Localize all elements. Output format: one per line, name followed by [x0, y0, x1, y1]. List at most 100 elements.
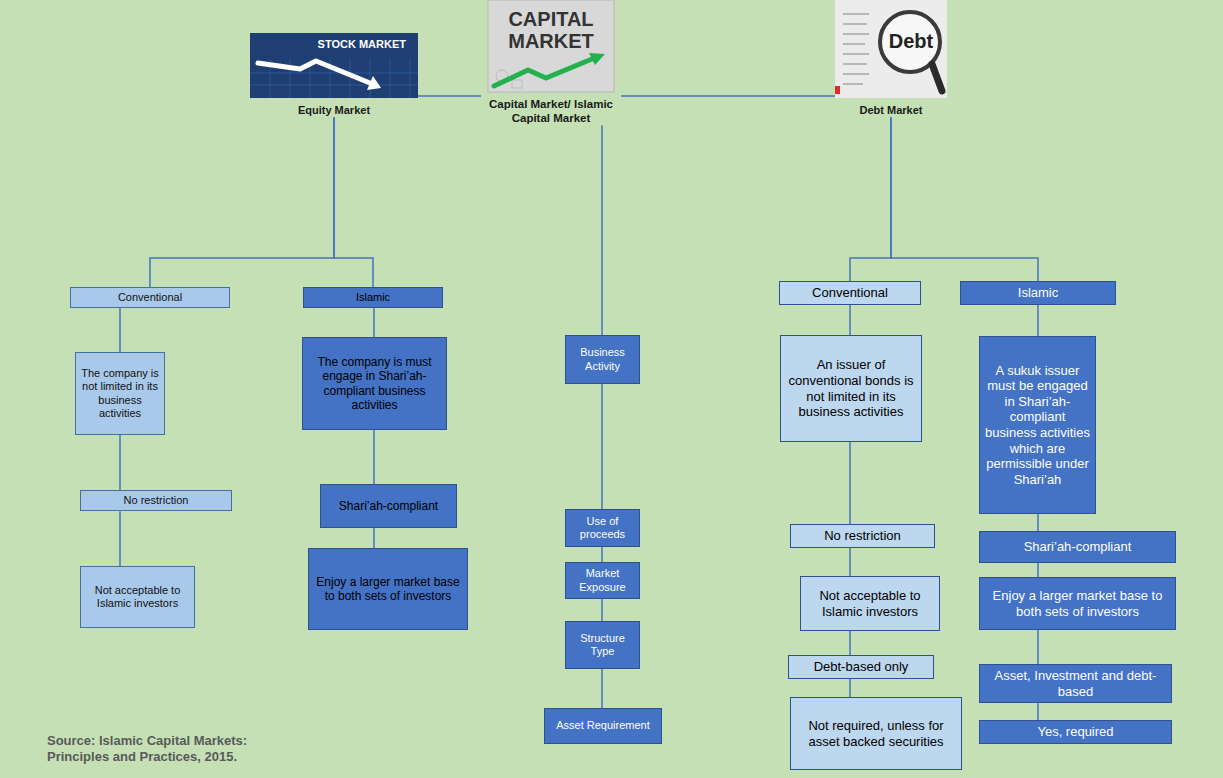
- islamic-box: Shari’ah-compliant: [979, 531, 1176, 563]
- criterion-box: Use of proceeds: [565, 509, 640, 547]
- connector-line: [601, 126, 603, 335]
- connector-line: [621, 95, 835, 97]
- market-caption: Capital Market/ Islamic Capital Market: [481, 98, 621, 126]
- box-text: Yes, required: [1037, 724, 1113, 740]
- connector-line: [849, 305, 851, 335]
- islamic-box: Islamic: [303, 287, 443, 308]
- box-text: Shari’ah-compliant: [1024, 539, 1132, 555]
- magnifier-handle: [932, 64, 942, 91]
- connector-line: [1037, 630, 1039, 664]
- islamic-box: Asset, Investment and debt-based: [979, 664, 1172, 703]
- sketch-mark: [512, 80, 522, 88]
- criterion-box: Market Exposure: [565, 562, 640, 599]
- box-text: Enjoy a larger market base to both sets …: [314, 575, 462, 604]
- connector-line: [334, 117, 373, 287]
- connector-line: [601, 599, 603, 621]
- connector-line: [119, 435, 121, 490]
- box-text: The company is must engage in Shari’ah-c…: [308, 355, 441, 413]
- box-text: The company is not limited in its busine…: [81, 367, 159, 420]
- connector-line: [850, 117, 891, 281]
- box-text: A sukuk issuer must be engaged in Shari’…: [985, 363, 1090, 488]
- criterion-box: Structure Type: [565, 621, 640, 669]
- box-text: No restriction: [824, 528, 901, 544]
- chart-grid: [250, 59, 418, 98]
- arrow-head: [367, 76, 381, 90]
- islamic-box: The company is must engage in Shari’ah-c…: [302, 337, 447, 430]
- conventional-box: Debt-based only: [788, 655, 934, 679]
- box-text: Islamic: [1018, 285, 1058, 301]
- box-text: Shari’ah-compliant: [339, 499, 438, 513]
- stock-market-picture: [250, 33, 418, 98]
- box-text: Enjoy a larger market base to both sets …: [985, 588, 1170, 619]
- box-text: Business Activity: [571, 346, 634, 372]
- red-mark: [835, 86, 840, 94]
- source-caption: Source: Islamic Capital Markets: Princip…: [47, 733, 287, 764]
- conventional-box: Conventional: [70, 287, 230, 308]
- connector-line: [373, 430, 375, 484]
- box-text: No restriction: [124, 494, 189, 507]
- connector-line: [150, 117, 334, 287]
- connector-line: [601, 547, 603, 562]
- connector-line: [1037, 514, 1039, 531]
- box-text: Conventional: [118, 291, 182, 304]
- box-text: Islamic: [356, 291, 390, 304]
- connector-line: [1037, 563, 1039, 577]
- islamic-box: Yes, required: [979, 720, 1172, 744]
- conventional-box: The company is not limited in its busine…: [75, 352, 165, 435]
- paper-lines: [843, 14, 869, 84]
- box-text: Structure Type: [571, 632, 634, 658]
- falling-arrow: [258, 61, 370, 83]
- connector-line: [849, 679, 851, 697]
- market-caption: Debt Market: [835, 104, 947, 117]
- picture-text: STOCK MARKET: [250, 33, 418, 98]
- market-node: DebtDebt Market: [835, 0, 947, 117]
- conventional-box: No restriction: [790, 524, 935, 548]
- criterion-box: Asset Requirement: [544, 708, 662, 744]
- connector-line: [601, 384, 603, 509]
- conventional-box: No restriction: [80, 490, 232, 511]
- connector-line: [119, 511, 121, 566]
- caption-holder: Source: Islamic Capital Markets: Princip…: [47, 733, 287, 764]
- connector-line: [1037, 305, 1039, 336]
- connector-line: [373, 528, 375, 548]
- islamic-box: Enjoy a larger market base to both sets …: [308, 548, 468, 630]
- connector-line: [849, 442, 851, 524]
- box-text: Not acceptable to Islamic investors: [86, 584, 189, 610]
- conventional-box: Not required, unless for asset backed se…: [790, 697, 962, 770]
- rising-arrow: [494, 59, 592, 86]
- islamic-box: Islamic: [960, 281, 1116, 305]
- arrow-head: [589, 53, 605, 65]
- picture-text: Debt: [835, 0, 947, 98]
- islamic-box: Shari’ah-compliant: [320, 484, 457, 528]
- connector-group: [120, 96, 1038, 720]
- picture-frame: [250, 33, 418, 98]
- connector-line: [601, 669, 603, 708]
- box-text: Not required, unless for asset backed se…: [796, 718, 956, 749]
- connector-line: [373, 308, 375, 337]
- debt-picture: [835, 0, 947, 98]
- connector-line: [891, 117, 1038, 281]
- conventional-box: Conventional: [779, 281, 921, 305]
- islamic-box: A sukuk issuer must be engaged in Shari’…: [979, 336, 1096, 514]
- box-text: Not acceptable to Islamic investors: [806, 588, 934, 619]
- box-text: Debt-based only: [814, 659, 909, 675]
- box-text: Asset Requirement: [556, 719, 650, 732]
- box-text: Use of proceeds: [571, 515, 634, 541]
- conventional-box: Not acceptable to Islamic investors: [80, 566, 195, 628]
- box-text: An issuer of conventional bonds is not l…: [786, 357, 916, 419]
- box-text: Conventional: [812, 285, 888, 301]
- connector-line: [849, 548, 851, 576]
- market-caption: Equity Market: [250, 104, 418, 117]
- connector-line: [418, 95, 481, 97]
- box-text: Asset, Investment and debt-based: [985, 668, 1166, 699]
- market-node: STOCK MARKET Equity Market: [250, 33, 418, 117]
- conventional-box: Not acceptable to Islamic investors: [800, 576, 940, 631]
- picture-frame: [835, 0, 947, 98]
- conventional-box: An issuer of conventional bonds is not l…: [780, 335, 922, 442]
- criterion-box: Business Activity: [565, 335, 640, 384]
- market-node: CAPITAL MARKET Capital Market/ Islamic Ca…: [481, 0, 621, 126]
- box-text: Market Exposure: [571, 567, 634, 593]
- picture-text: CAPITAL MARKET: [481, 0, 621, 92]
- connector-line: [849, 631, 851, 655]
